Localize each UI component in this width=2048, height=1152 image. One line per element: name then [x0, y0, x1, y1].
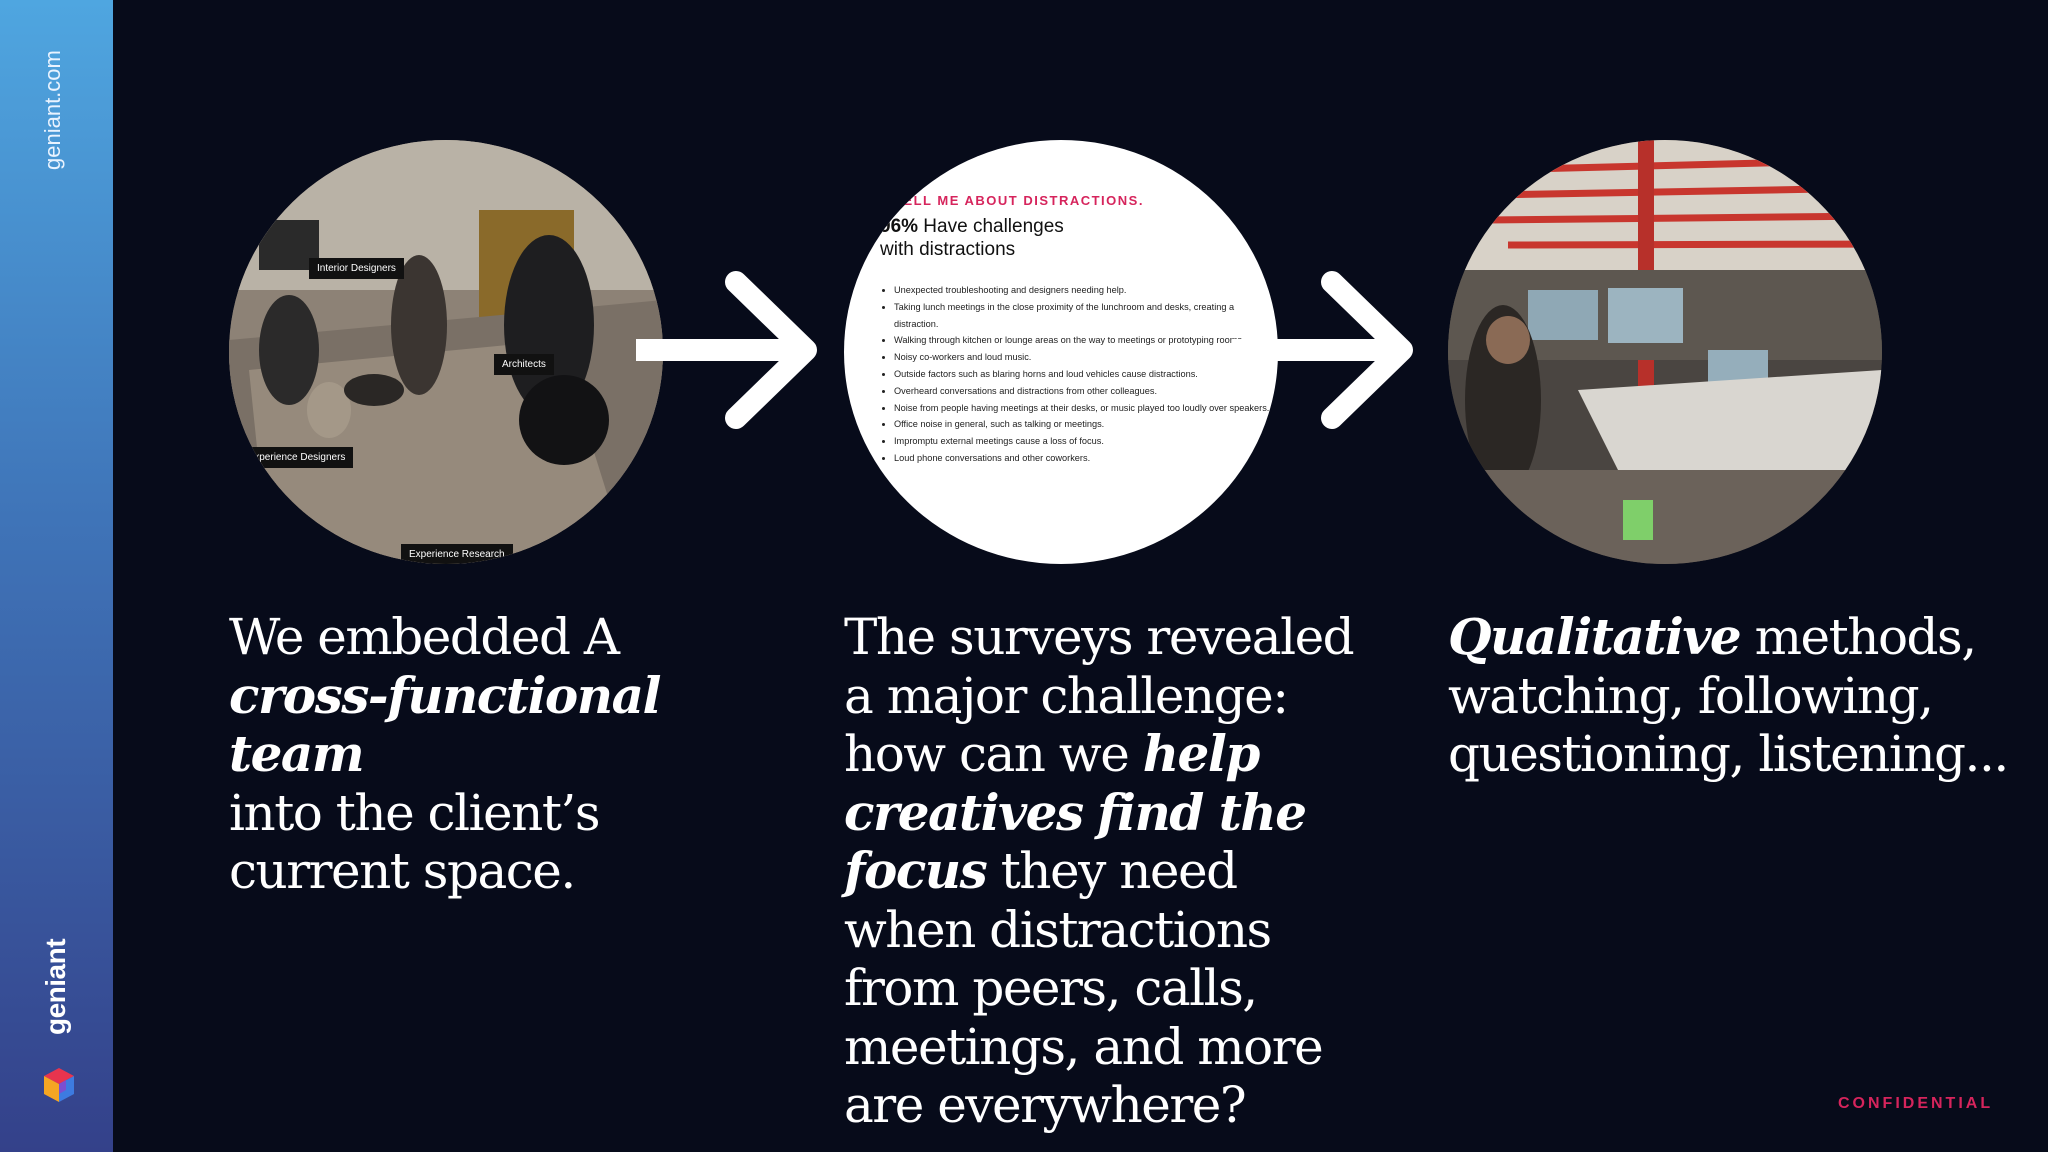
survey-item: Office noise in general, such as talking… [894, 416, 1274, 433]
survey-item: Noisy co-workers and loud music. [894, 349, 1274, 366]
survey-stat-text-2: with distractions [880, 239, 1016, 260]
survey-item: Walking through kitchen or lounge areas … [894, 332, 1274, 349]
photo-tag-interior-designers: Interior Designers [309, 258, 404, 279]
office-photo-illustration [1448, 140, 1882, 564]
caption-qualitative-text: methods, [1740, 608, 1977, 666]
caption-survey-text: they need when distractions from peers, … [844, 842, 1324, 1134]
survey-item: Outside factors such as blaring horns an… [894, 366, 1274, 383]
brand-sidebar: geniant.com geniant [0, 0, 113, 1152]
team-photo: Interior Designers Architects Digital Ex… [229, 140, 663, 564]
survey-kicker: TELL ME ABOUT DISTRACTIONS. [894, 193, 1144, 208]
site-url: geniant.com [40, 50, 65, 170]
caption-team-emphasis: cross-functional team [229, 665, 662, 783]
geniant-logo-icon [44, 1068, 74, 1102]
team-photo-illustration [229, 140, 663, 564]
survey-stat-text: Have challenges [918, 216, 1064, 237]
photo-tag-experience-research: Experience Research [401, 544, 513, 564]
survey-results-document: TELL ME ABOUT DISTRACTIONS. 96% Have cha… [844, 140, 1278, 564]
office-observation-photo [1448, 140, 1882, 564]
caption-team: We embedded A cross-functional team into… [229, 608, 749, 901]
survey-item: Taking lunch meetings in the close proxi… [894, 299, 1274, 333]
survey-item: Unexpected troubleshooting and designers… [894, 282, 1274, 299]
caption-team-line: current space. [229, 842, 576, 900]
survey-stat: 96% [880, 216, 919, 237]
caption-team-line: into the client’s [229, 783, 600, 842]
caption-survey: The surveys revealed a major challenge: … [844, 608, 1364, 1135]
arrow-right-icon [636, 271, 817, 429]
survey-item: Loud phone conversations and other cowor… [894, 450, 1274, 467]
caption-qualitative-text: watching, following, [1448, 666, 1934, 725]
survey-item: Noise from people having meetings at the… [894, 400, 1274, 417]
arrow-right-icon [1232, 271, 1413, 429]
caption-qualitative: Qualitative methods, watching, following… [1448, 607, 2009, 784]
survey-headline: 96% Have challenges with distractions [880, 215, 1140, 261]
caption-qualitative-text: questioning, listening... [1448, 725, 2009, 783]
survey-item: Overheard conversations and distractions… [894, 383, 1274, 400]
confidential-label: CONFIDENTIAL [1838, 1095, 1994, 1112]
photo-tag-architects: Architects [494, 354, 554, 375]
caption-survey-text [1083, 784, 1097, 842]
caption-qualitative-emphasis: Qualitative [1448, 607, 1742, 666]
caption-team-line: We embedded A [229, 608, 620, 666]
brand-wordmark: geniant [40, 938, 71, 1035]
caption-survey-text: The surveys revealed a major challenge: … [844, 608, 1355, 783]
photo-tag-digital-experience-designers: Digital Experience Designers [229, 447, 354, 468]
caption-survey-emphasis: find the focus [844, 782, 1307, 900]
survey-item: Impromptu external meetings cause a loss… [894, 433, 1274, 450]
survey-list: Unexpected troubleshooting and designers… [880, 282, 1274, 467]
caption-survey-emphasis: help creatives [844, 724, 1260, 842]
